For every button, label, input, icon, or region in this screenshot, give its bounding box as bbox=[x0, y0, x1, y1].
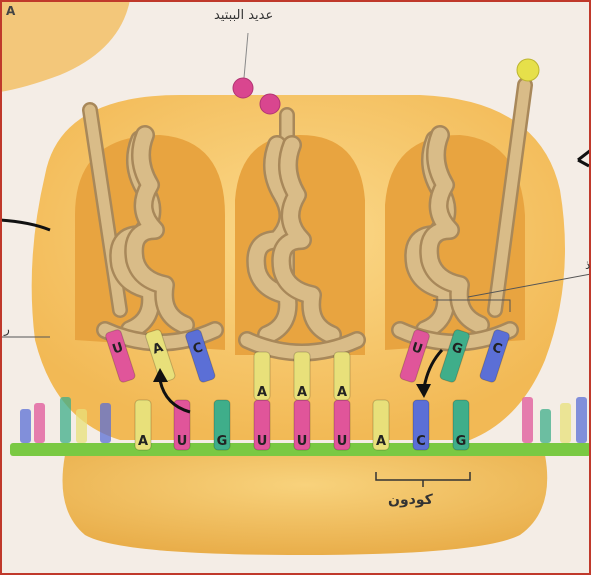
amino-acid-1 bbox=[233, 78, 253, 98]
mrna-base-letter: G bbox=[217, 434, 228, 449]
background-base bbox=[100, 403, 111, 443]
mrna-base-letter: U bbox=[297, 434, 308, 449]
background-base bbox=[20, 409, 31, 443]
mrna-base-letter: A bbox=[138, 434, 148, 449]
mrna-base-letter: U bbox=[257, 434, 268, 449]
mrna-base-letter: U bbox=[337, 434, 348, 449]
mrna-base-letter: C bbox=[416, 434, 426, 449]
mrna-base-letter: G bbox=[456, 434, 467, 449]
background-base bbox=[576, 397, 587, 443]
background-base bbox=[60, 397, 71, 443]
background-base bbox=[34, 403, 45, 443]
peptide-label: عديد الببتيد bbox=[214, 8, 273, 23]
small-subunit bbox=[63, 455, 548, 555]
background-base bbox=[76, 409, 87, 443]
corner-letter: A bbox=[6, 4, 15, 18]
anticodon-letter: A bbox=[337, 385, 347, 400]
left-fragment-label: ر bbox=[4, 322, 10, 336]
anticodon-letter: A bbox=[297, 385, 307, 400]
codon-label: كودون bbox=[388, 492, 433, 508]
anticodon-letter: A bbox=[257, 385, 267, 400]
background-base bbox=[522, 397, 533, 443]
background-base bbox=[560, 403, 571, 443]
mrna-base-letter: A bbox=[376, 434, 386, 449]
background-base bbox=[540, 409, 551, 443]
amino-acid-2 bbox=[260, 94, 280, 114]
mrna-base-letter: U bbox=[177, 434, 188, 449]
right-fragment-label: ذ bbox=[585, 258, 590, 272]
amino-acid-3 bbox=[517, 59, 539, 81]
